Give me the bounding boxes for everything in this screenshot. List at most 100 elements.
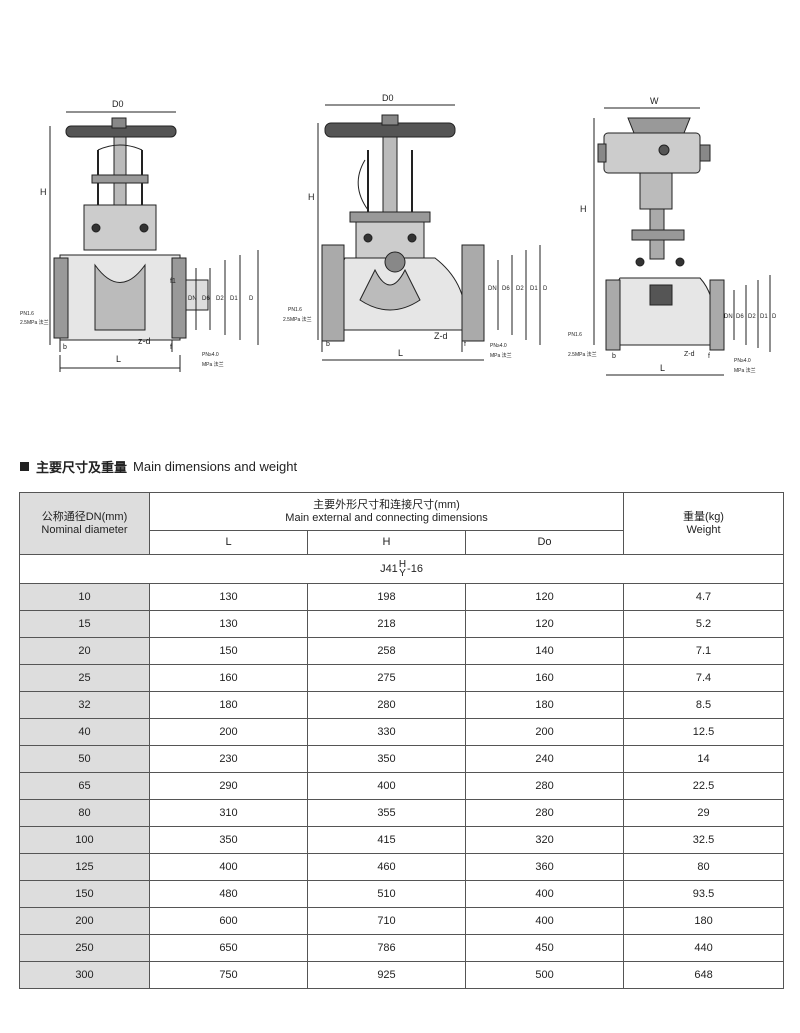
dim-dn: DN (488, 286, 497, 292)
cell-do: 400 (464, 880, 625, 908)
square-bullet-icon (20, 461, 29, 471)
dim-d2: D2 (748, 314, 756, 320)
cell-weight: 93.5 (623, 880, 785, 908)
cell-weight: 180 (623, 907, 785, 935)
cell-l: 150 (149, 637, 308, 665)
cell-weight: 5.2 (623, 610, 785, 638)
cell-weight: 14 (623, 745, 785, 773)
dim-b: b (63, 344, 67, 351)
cell-h: 415 (307, 826, 466, 854)
dim-l: L (660, 363, 665, 373)
cell-dn: 15 (19, 610, 150, 638)
dim-dn: DN (724, 314, 733, 320)
note-flange-mpa: MPa 法兰 (490, 352, 512, 359)
cell-weight: 22.5 (623, 772, 785, 800)
cell-dn: 300 (19, 961, 150, 989)
dim-f: f (708, 353, 710, 360)
dim-d6: D6 (202, 296, 210, 302)
cell-dn: 250 (19, 934, 150, 962)
cell-l: 290 (149, 772, 308, 800)
dim-d: D (772, 314, 777, 320)
header-nominal-diameter: 公称通径DN(mm) Nominal diameter (19, 492, 150, 555)
cell-h: 218 (307, 610, 466, 638)
cell-l: 650 (149, 934, 308, 962)
cell-weight: 32.5 (623, 826, 785, 854)
dim-zd: Z-d (684, 351, 695, 358)
dim-d2: D2 (516, 286, 524, 292)
dim-d1: D1 (530, 286, 538, 292)
dim-zd: Z-d (434, 331, 448, 341)
cell-l: 230 (149, 745, 308, 773)
cell-dn: 50 (19, 745, 150, 773)
note-pn16: PN1.6 (288, 307, 302, 313)
header-col-h: H (307, 530, 466, 555)
cell-dn: 150 (19, 880, 150, 908)
cell-h: 925 (307, 961, 466, 989)
cell-l: 600 (149, 907, 308, 935)
header-weight-cn: 重量(kg) (683, 510, 724, 523)
note-pn16: PN1.6 (20, 311, 34, 317)
header-col-do: Do (464, 530, 625, 555)
dim-w: W (650, 96, 659, 106)
drawing-middle (317, 104, 541, 361)
actuator (603, 132, 701, 174)
drawing-right (593, 107, 771, 376)
model-bottom: Y (399, 568, 406, 579)
cell-do: 120 (464, 610, 625, 638)
cell-l: 180 (149, 691, 308, 719)
dim-h: H (40, 187, 47, 197)
dim-dn: DN (188, 296, 197, 302)
header-dimensions: 主要外形尺寸和连接尺寸(mm) Main external and connec… (148, 492, 625, 531)
cell-do: 280 (464, 772, 625, 800)
cell-weight: 8.5 (623, 691, 785, 719)
cell-do: 400 (464, 907, 625, 935)
model-top: H (398, 559, 407, 570)
dim-b: b (612, 353, 616, 360)
cell-l: 130 (149, 610, 308, 638)
section-title-en: Main dimensions and weight (133, 458, 298, 474)
note-pn40: PN≥4.0 (490, 343, 507, 349)
cell-l: 310 (149, 799, 308, 827)
cell-do: 160 (464, 664, 625, 692)
cell-l: 480 (149, 880, 308, 908)
cell-dn: 20 (19, 637, 150, 665)
dim-d1: D1 (760, 314, 768, 320)
note-flange-25: 2.5MPa 法兰 (568, 351, 597, 358)
cell-h: 460 (307, 853, 466, 881)
dim-h: H (308, 192, 315, 202)
dim-f1: f1 (170, 278, 176, 285)
model-prefix: J41 (380, 562, 398, 575)
header-dn-en: Nominal diameter (41, 523, 128, 536)
cell-l: 130 (149, 583, 308, 611)
cell-do: 140 (464, 637, 625, 665)
cell-dn: 10 (19, 583, 150, 611)
cell-weight: 29 (623, 799, 785, 827)
note-pn16: PN1.6 (568, 332, 582, 338)
cell-h: 710 (307, 907, 466, 935)
note-pn40: PN≥4.0 (202, 352, 219, 358)
cell-l: 750 (149, 961, 308, 989)
dim-d0: D0 (382, 93, 394, 103)
cell-h: 355 (307, 799, 466, 827)
header-col-l: L (149, 530, 308, 555)
note-pn40: PN≥4.0 (734, 358, 751, 364)
cell-h: 275 (307, 664, 466, 692)
header-dims-cn: 主要外形尺寸和连接尺寸(mm) (313, 498, 460, 511)
cell-weight: 4.7 (623, 583, 785, 611)
cell-weight: 440 (623, 934, 785, 962)
cell-h: 786 (307, 934, 466, 962)
cell-do: 320 (464, 826, 625, 854)
cell-do: 240 (464, 745, 625, 773)
cell-dn: 40 (19, 718, 150, 746)
cell-l: 200 (149, 718, 308, 746)
cell-h: 280 (307, 691, 466, 719)
